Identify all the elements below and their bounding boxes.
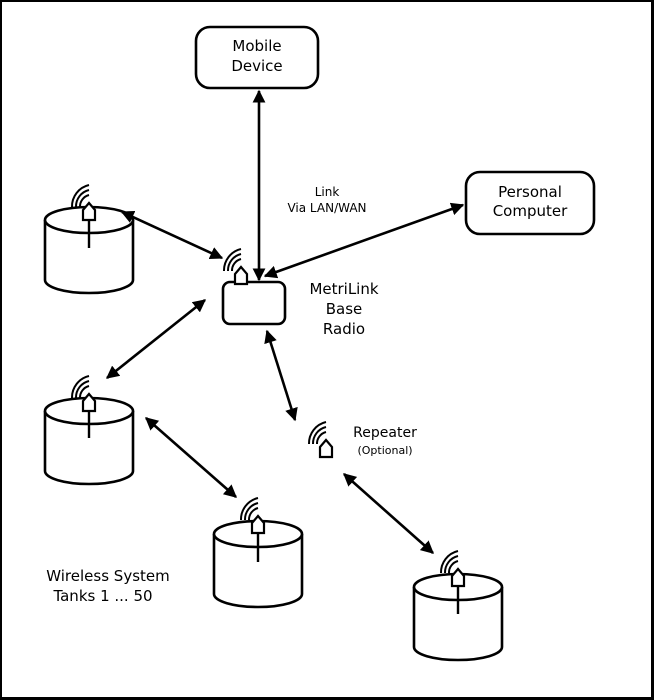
repeater-wireless-icon — [307, 420, 334, 459]
personal-computer-node: Personal Computer — [464, 170, 596, 236]
system-label-2: Tanks 1 ... 50 — [52, 587, 152, 605]
base-radio-node: MetriLink Base Radio — [221, 247, 379, 338]
tank-3 — [212, 496, 304, 609]
repeater-label: Repeater — [353, 425, 417, 441]
repeater-note: (Optional) — [357, 444, 412, 457]
tank-2 — [43, 374, 135, 486]
system-label-1: Wireless System — [46, 567, 169, 585]
tank-1 — [43, 183, 135, 295]
personal-computer-box — [464, 170, 596, 236]
base-radio-box — [221, 280, 287, 326]
base-radio-label-1: MetriLink — [309, 280, 378, 298]
arrow-tank2-tank3 — [145, 417, 237, 498]
repeater-node: Repeater (Optional) — [307, 420, 417, 459]
arrow-base-computer — [263, 202, 465, 279]
personal-computer-label-1: Personal — [498, 183, 562, 201]
link-label-1: Link — [315, 185, 340, 199]
arrow-tank2-base — [105, 298, 207, 380]
base-radio-label-2: Base — [326, 300, 363, 318]
mobile-device-label-1: Mobile — [232, 37, 281, 55]
personal-computer-label-2: Computer — [493, 202, 568, 220]
base-radio-label-3: Radio — [323, 320, 365, 338]
mobile-device-box — [194, 25, 320, 90]
base-radio-wireless-icon — [222, 247, 249, 286]
arrow-base-repeater — [264, 329, 298, 422]
mobile-device-label-2: Device — [231, 57, 282, 75]
tank-4 — [412, 549, 504, 662]
mobile-device-node: Mobile Device — [194, 25, 320, 90]
link-label-2: Via LAN/WAN — [287, 201, 366, 215]
arrow-tank1-base — [120, 210, 224, 260]
arrow-repeater-tank4 — [343, 473, 434, 554]
